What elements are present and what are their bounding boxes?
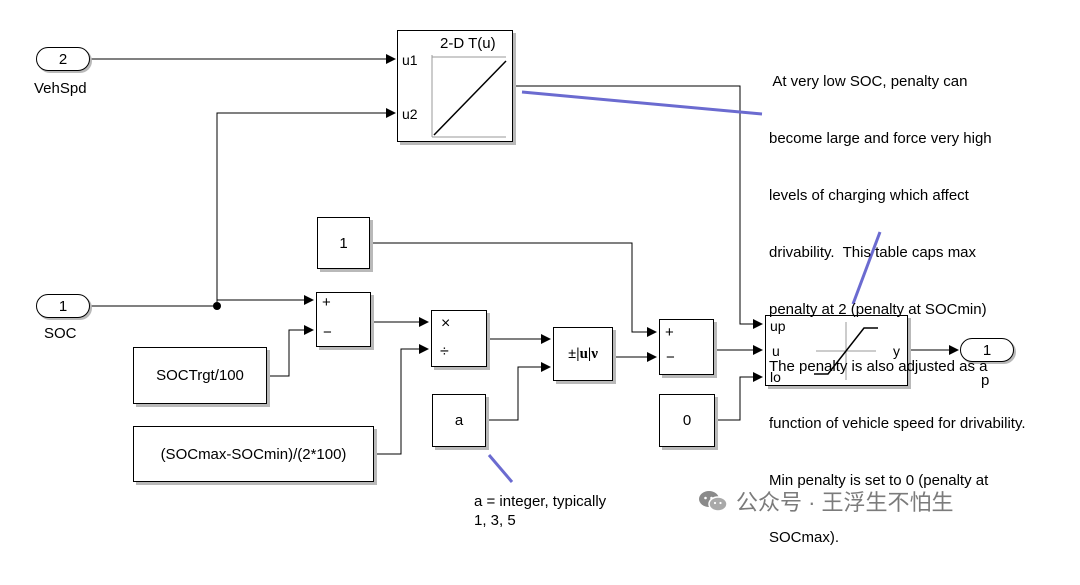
constant-socrtgt-block[interactable]: SOCTrgt/100 xyxy=(133,347,267,404)
signal-lines xyxy=(90,54,959,483)
annotation-penalty-line: levels of charging which affect xyxy=(769,187,969,204)
inport-soc[interactable]: 1 xyxy=(36,294,90,318)
watermark: 公众号 · 王浮生不怕生 xyxy=(698,485,954,517)
constant-range-value: (SOCmax-SOCmin)/(2*100) xyxy=(160,445,347,463)
sum1-minus: − xyxy=(323,324,332,341)
inport-vehspd[interactable]: 2 xyxy=(36,47,90,71)
annotation-a-line: 1, 3, 5 xyxy=(474,512,516,529)
lookup-table-2d[interactable]: 2-D T(u) u1 u2 xyxy=(397,30,513,142)
inport-soc-label: SOC xyxy=(44,325,77,342)
annotation-penalty-line: become large and force very high xyxy=(769,130,992,147)
lookup-plot-icon xyxy=(431,55,507,138)
annotation-penalty-line: Min penalty is set to 0 (penalty at xyxy=(769,472,989,489)
sum2-plus: + xyxy=(665,324,674,341)
outport-p[interactable]: 1 xyxy=(960,338,1014,362)
annotation-penalty-line: SOCmax). xyxy=(769,529,840,546)
lookup-port-u2: u2 xyxy=(402,106,418,122)
line-range-to-product xyxy=(374,344,429,455)
wechat-icon xyxy=(699,491,728,512)
annotation-a: a = integer, typically 1, 3, 5 xyxy=(474,492,606,530)
line-soc-to-sum1 xyxy=(216,295,314,306)
saturation-dynamic-block[interactable]: up u lo y xyxy=(765,315,908,386)
annotation-a-line: a = integer, typically xyxy=(474,493,607,510)
saturation-port-lo: lo xyxy=(770,369,781,385)
sum1-plus: + xyxy=(322,294,331,311)
product-multiply: × xyxy=(441,315,451,332)
lookup-title: 2-D T(u) xyxy=(440,35,496,52)
line-a-to-power xyxy=(486,362,551,421)
annotation-penalty: At very low SOC, penalty can become larg… xyxy=(769,34,1026,585)
line-const1-to-sum2 xyxy=(370,242,657,337)
constant-a-value: a xyxy=(454,412,464,429)
constant-socrtgt-value: SOCTrgt/100 xyxy=(156,367,244,384)
simulink-diagram: 2 VehSpd 1 SOC 2-D T(u) u1 u2 1 + − SOCT… xyxy=(34,30,1026,546)
constant-range-block[interactable]: (SOCmax-SOCmin)/(2*100) xyxy=(133,426,374,482)
inport-vehspd-number: 2 xyxy=(58,50,68,68)
inport-soc-number: 1 xyxy=(58,297,68,315)
saturation-port-u: u xyxy=(772,343,780,359)
product-divide: ÷ xyxy=(440,343,449,360)
power-block[interactable]: ±|u|ν xyxy=(553,327,613,381)
power-label: ±|u|ν xyxy=(568,345,598,362)
annotation-penalty-line: function of vehicle speed for drivabilit… xyxy=(769,415,1026,432)
constant-a-block[interactable]: a xyxy=(432,394,486,447)
constant-one-value: 1 xyxy=(339,234,348,252)
constant-zero-value: 0 xyxy=(682,412,692,429)
watermark-text: 公众号 · 王浮生不怕生 xyxy=(736,490,954,515)
constant-zero-block[interactable]: 0 xyxy=(659,394,715,447)
sum2-minus: − xyxy=(666,349,675,366)
note-connector-saturation xyxy=(851,231,882,305)
annotation-penalty-line: At very low SOC, penalty can xyxy=(769,73,968,90)
line-zero-to-sat-lo xyxy=(715,372,763,421)
product-block[interactable]: × ÷ xyxy=(431,310,487,367)
constant-one-block[interactable]: 1 xyxy=(317,217,370,269)
note-connector-a xyxy=(487,454,514,483)
annotation-penalty-line: The penalty is also adjusted as a xyxy=(769,358,988,375)
outport-label: p xyxy=(981,372,990,389)
outport-number: 1 xyxy=(982,341,992,359)
note-connector-penalty xyxy=(521,90,763,116)
sum1-block[interactable]: + − xyxy=(316,292,371,347)
saturation-port-y: y xyxy=(893,343,900,359)
line-socrtgt-to-sum1 xyxy=(267,325,314,377)
lookup-port-u1: u1 xyxy=(402,52,418,68)
line-soc-to-u2 xyxy=(216,108,396,306)
inport-vehspd-label: VehSpd xyxy=(34,80,87,97)
branch-point xyxy=(213,302,221,310)
annotation-penalty-line: drivability. This table caps max xyxy=(769,244,977,261)
saturation-port-up: up xyxy=(770,318,786,334)
line-lookup-to-sat-up xyxy=(513,85,763,329)
saturation-curve-icon xyxy=(814,322,878,380)
sum2-block[interactable]: + − xyxy=(659,319,714,375)
annotation-penalty-line: penalty at 2 (penalty at SOCmin) xyxy=(769,301,987,318)
